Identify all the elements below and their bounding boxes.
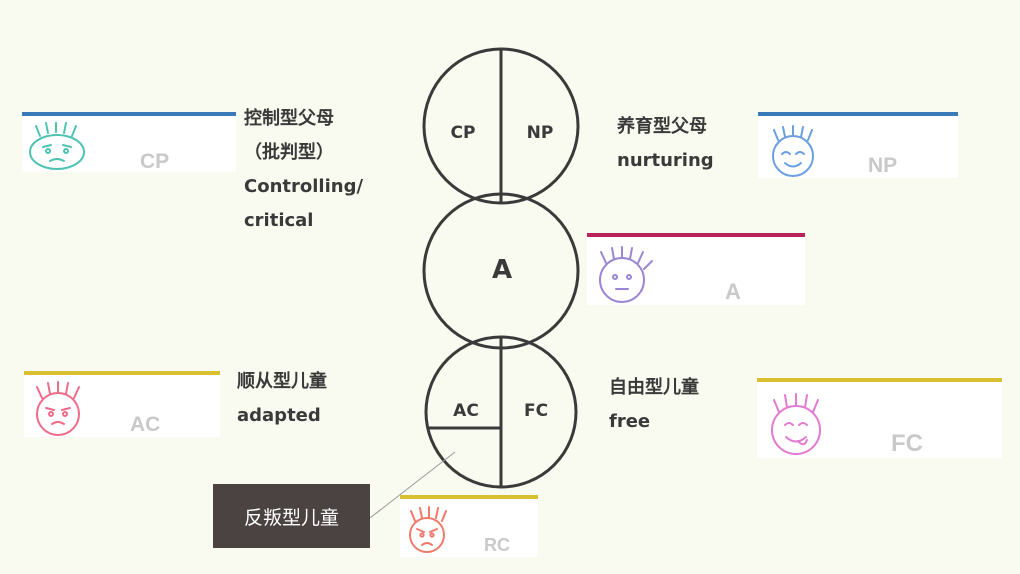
- ac-description: 顺从型儿童 adapted: [237, 365, 327, 433]
- a-circle-label: A: [492, 255, 512, 285]
- rc-card: RC: [400, 495, 538, 557]
- cp-label-en2: critical: [244, 210, 314, 231]
- np-label-cn: 养育型父母: [617, 116, 707, 137]
- cp-face-icon: [29, 122, 85, 170]
- cp-card: CP: [22, 112, 236, 173]
- rc-pointer-line: [369, 451, 456, 519]
- np-card-tag: NP: [868, 154, 898, 177]
- fc-card-tag: FC: [891, 430, 923, 457]
- np-circle-label: NP: [527, 123, 554, 143]
- fc-description: 自由型儿童 free: [609, 371, 699, 439]
- fc-label-en: free: [609, 411, 651, 432]
- a-card-bar: [587, 233, 805, 237]
- cp-card-bar: [22, 112, 236, 116]
- ac-card-tag: AC: [130, 413, 161, 436]
- np-description: 养育型父母 nurturing: [617, 110, 714, 178]
- cp-description: 控制型父母 （批判型） Controlling/ critical: [244, 102, 363, 238]
- ac-label-en: adapted: [237, 405, 321, 426]
- ac-card-bar: [24, 371, 220, 375]
- np-card-bar: [758, 112, 958, 116]
- np-label-en: nurturing: [617, 150, 714, 171]
- cp-label-en: Controlling/: [244, 176, 364, 197]
- a-card-tag: A: [725, 279, 741, 304]
- fc-circle-label: FC: [524, 401, 548, 421]
- np-card: NP: [758, 112, 958, 178]
- ac-card: AC: [24, 371, 220, 437]
- ac-circle-label: AC: [453, 401, 479, 421]
- cp-circle-label: CP: [451, 123, 476, 143]
- cp-label-cn: 控制型父母: [244, 108, 334, 129]
- fc-label-cn: 自由型儿童: [609, 377, 699, 398]
- np-face-icon: [772, 125, 814, 177]
- rc-card-tag: RC: [484, 535, 510, 555]
- cp-card-tag: CP: [140, 150, 170, 173]
- fc-card-bar: [757, 378, 1002, 382]
- fc-face-icon: [771, 393, 821, 455]
- ac-label-cn: 顺从型儿童: [237, 371, 327, 392]
- fc-card: FC: [757, 378, 1002, 458]
- cp-label-type: （批判型）: [244, 142, 334, 163]
- rc-card-bar: [400, 495, 538, 499]
- rc-face-icon: [409, 506, 447, 553]
- rc-label: 反叛型儿童: [243, 506, 339, 529]
- a-card: A: [587, 233, 805, 305]
- ac-face-icon: [36, 381, 80, 436]
- rc-label-box: 反叛型儿童: [213, 484, 370, 548]
- a-face-icon: [599, 246, 653, 303]
